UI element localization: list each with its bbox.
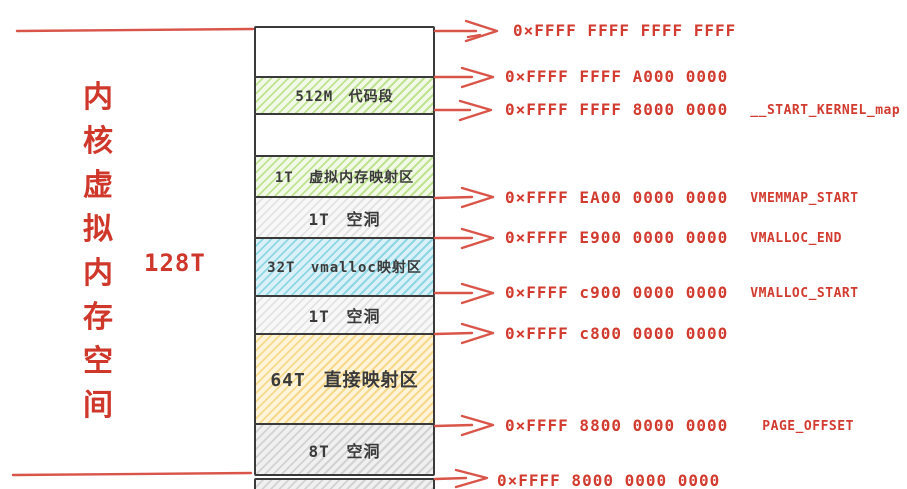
region-code-segment: 512M 代码段	[254, 76, 435, 115]
region-hole-1t-upper: 1T 空洞	[254, 196, 435, 239]
total-size-label: 128T	[144, 249, 206, 277]
address-row: 0×FFFF 8800 0000 0000 PAGE_OFFSET	[505, 416, 854, 437]
symbol-label-start-kernel-map: __START_KERNEL_map	[750, 103, 901, 118]
arrow-vmemmap-start	[433, 186, 495, 209]
title-char: 内	[83, 257, 113, 290]
arrow-start-kernel-map	[433, 99, 493, 122]
reference-line-bottom	[11, 471, 253, 477]
region-hole-8t: 8T 空洞	[254, 423, 435, 476]
arrow-direct-map-top	[433, 322, 495, 345]
address-value: 0×FFFF c900 0000 0000	[505, 283, 729, 302]
region-gap	[254, 113, 435, 157]
region-unused-top	[254, 26, 435, 78]
arrow-top-address	[433, 19, 499, 43]
title-char: 拟	[83, 213, 113, 246]
reference-line-top	[15, 27, 255, 33]
region-vmalloc-map: 32T vmalloc映射区	[254, 237, 435, 297]
address-value: 0×FFFF 8800 0000 0000	[505, 416, 729, 435]
address-row: 0×FFFF FFFF 8000 0000 __START_KERNEL_map	[505, 100, 900, 121]
address-row: 0×FFFF 8000 0000 0000	[497, 471, 720, 489]
address-value: 0×FFFF 8000 0000 0000	[497, 471, 721, 489]
address-row: 0×FFFF E900 0000 0000 VMALLOC_END	[505, 228, 842, 249]
region-partial-bottom	[254, 478, 435, 489]
symbol-label-page-offset: PAGE_OFFSET	[762, 419, 854, 434]
arrow-page-offset	[433, 414, 495, 437]
address-row: 0×FFFF c800 0000 0000	[505, 324, 728, 344]
region-virtual-memory-map: 1T 虚拟内存映射区	[254, 155, 435, 198]
region-hole-1t-lower: 1T 空洞	[254, 295, 435, 335]
address-value: 0×FFFF FFFF A000 0000	[505, 67, 729, 86]
symbol-label-vmalloc-start: VMALLOC_START	[750, 286, 859, 301]
address-value: 0×FFFF c800 0000 0000	[505, 324, 729, 343]
diagram-title-vertical: 内 核 虚 拟 内 存 空 间	[80, 76, 116, 428]
symbol-label-vmemmap-start: VMEMMAP_START	[750, 191, 859, 206]
address-row: 0×FFFF EA00 0000 0000 VMEMMAP_START	[505, 188, 859, 209]
arrow-code-top	[433, 66, 495, 89]
title-char: 核	[83, 125, 113, 158]
title-char: 间	[83, 389, 113, 422]
address-value: 0×FFFF FFFF FFFF FFFF	[513, 21, 737, 40]
title-char: 虚	[83, 169, 113, 202]
title-char: 内	[83, 81, 113, 114]
address-row: 0×FFFF c900 0000 0000 VMALLOC_START	[505, 283, 859, 304]
symbol-label-vmalloc-end: VMALLOC_END	[750, 231, 842, 246]
address-row: 0×FFFF FFFF A000 0000	[505, 67, 728, 87]
arrow-bottom-address	[433, 468, 489, 489]
address-value: 0×FFFF E900 0000 0000	[505, 228, 729, 247]
title-char: 空	[83, 345, 113, 378]
region-direct-map: 64T 直接映射区	[254, 333, 435, 425]
arrow-vmalloc-start	[433, 282, 495, 305]
address-value: 0×FFFF EA00 0000 0000	[505, 188, 729, 207]
address-value: 0×FFFF FFFF 8000 0000	[505, 100, 729, 119]
title-char: 存	[83, 301, 113, 334]
address-row: 0×FFFF FFFF FFFF FFFF	[513, 21, 736, 41]
arrow-vmalloc-end	[433, 227, 495, 250]
